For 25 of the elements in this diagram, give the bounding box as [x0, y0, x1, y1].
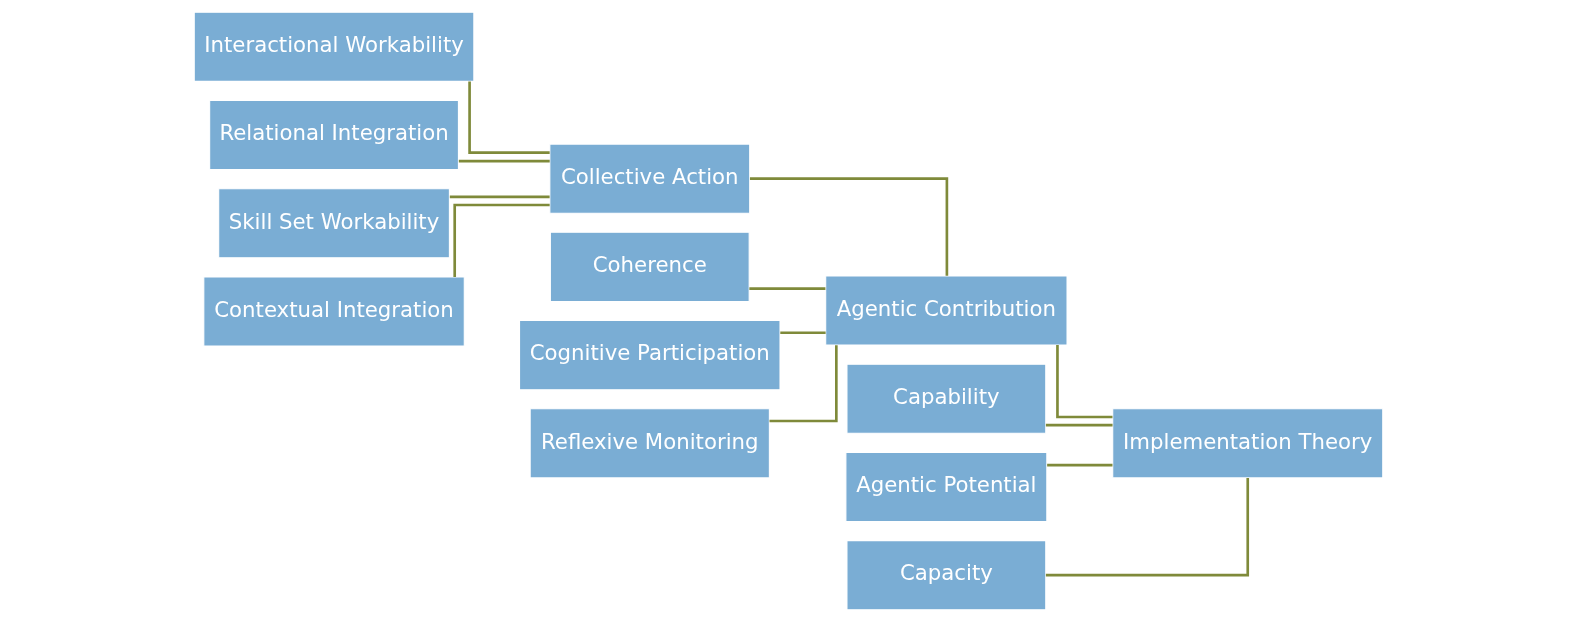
connector: [749, 287, 826, 290]
node-box: Collective Action: [549, 143, 751, 214]
node-box: Contextual Integration: [203, 276, 465, 347]
connector: [1047, 463, 1113, 467]
connector: [1045, 478, 1250, 577]
node-box: Coherence: [549, 231, 750, 302]
node-box: Implementation Theory: [1112, 408, 1384, 479]
connector: [449, 195, 550, 199]
node-box: Relational Integration: [209, 100, 459, 171]
connector: [453, 203, 550, 277]
node-box: Capability: [846, 363, 1047, 434]
node-box: Skill Set Workability: [218, 188, 450, 259]
node-box: Agentic Contribution: [825, 275, 1068, 346]
node-box: Cognitive Participation: [519, 320, 781, 391]
node-box: Interactional Workability: [193, 11, 475, 82]
node-box: Capacity: [846, 540, 1047, 611]
connector: [468, 81, 550, 154]
connector: [1056, 345, 1113, 419]
connector: [780, 331, 826, 335]
connector: [458, 159, 550, 163]
connector: [769, 345, 838, 423]
node-box: Reflexive Monitoring: [529, 408, 770, 479]
connector: [749, 177, 949, 276]
connector: [1045, 423, 1113, 427]
node-box: Agentic Potential: [845, 451, 1048, 522]
